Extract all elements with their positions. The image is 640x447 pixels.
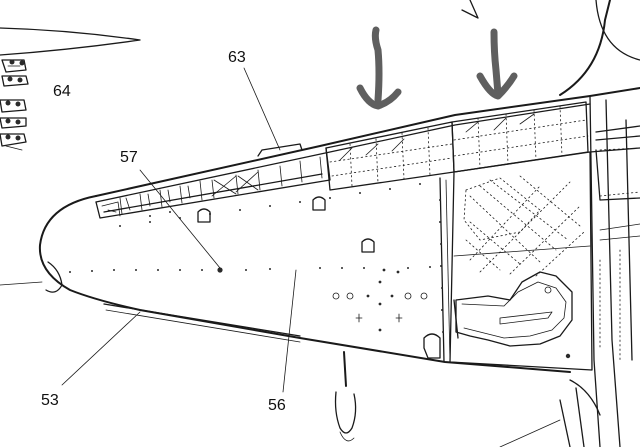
access-hatch-1 bbox=[197, 208, 211, 223]
upper-left-fin-outline bbox=[0, 27, 141, 56]
callout-57: 57 bbox=[120, 149, 138, 166]
callout-53: 53 bbox=[41, 392, 59, 409]
annotation-arrow-left bbox=[356, 26, 402, 110]
right-edge-panels bbox=[569, 95, 640, 447]
leader-53 bbox=[61, 311, 141, 386]
rivet-row-middle bbox=[69, 266, 431, 273]
callout-63: 63 bbox=[228, 49, 246, 66]
access-hatch-4 bbox=[423, 333, 441, 359]
access-hatch-2 bbox=[312, 196, 326, 211]
leader-lines bbox=[0, 67, 561, 447]
leader-63 bbox=[243, 67, 281, 151]
access-hatch-3 bbox=[361, 238, 375, 253]
leader-bottom-right bbox=[499, 419, 561, 447]
rivet-point-57 bbox=[217, 267, 223, 273]
leader-57 bbox=[139, 169, 221, 269]
gear-strut-detail bbox=[334, 351, 585, 447]
part-clip-3 bbox=[0, 99, 27, 113]
rivet-row-lower bbox=[149, 199, 444, 333]
fastener-group bbox=[332, 268, 428, 332]
callout-56: 56 bbox=[268, 397, 286, 414]
landing-gear-mechanism bbox=[453, 271, 573, 359]
upper-panel-left bbox=[325, 121, 455, 191]
small-parts-cluster bbox=[0, 59, 29, 151]
part-clip-2 bbox=[1, 75, 29, 87]
lower-right-plate bbox=[449, 151, 593, 371]
leader-56 bbox=[282, 269, 297, 393]
leader-left-edge bbox=[0, 281, 43, 286]
callout-64: 64 bbox=[53, 83, 71, 100]
main-panel-outline bbox=[38, 0, 640, 373]
part-clip-5 bbox=[0, 133, 27, 151]
main-rivet-panel bbox=[69, 177, 451, 363]
annotation-arrow-right bbox=[476, 28, 518, 100]
part-clip-4 bbox=[0, 117, 27, 129]
part-clip-1 bbox=[1, 59, 27, 73]
